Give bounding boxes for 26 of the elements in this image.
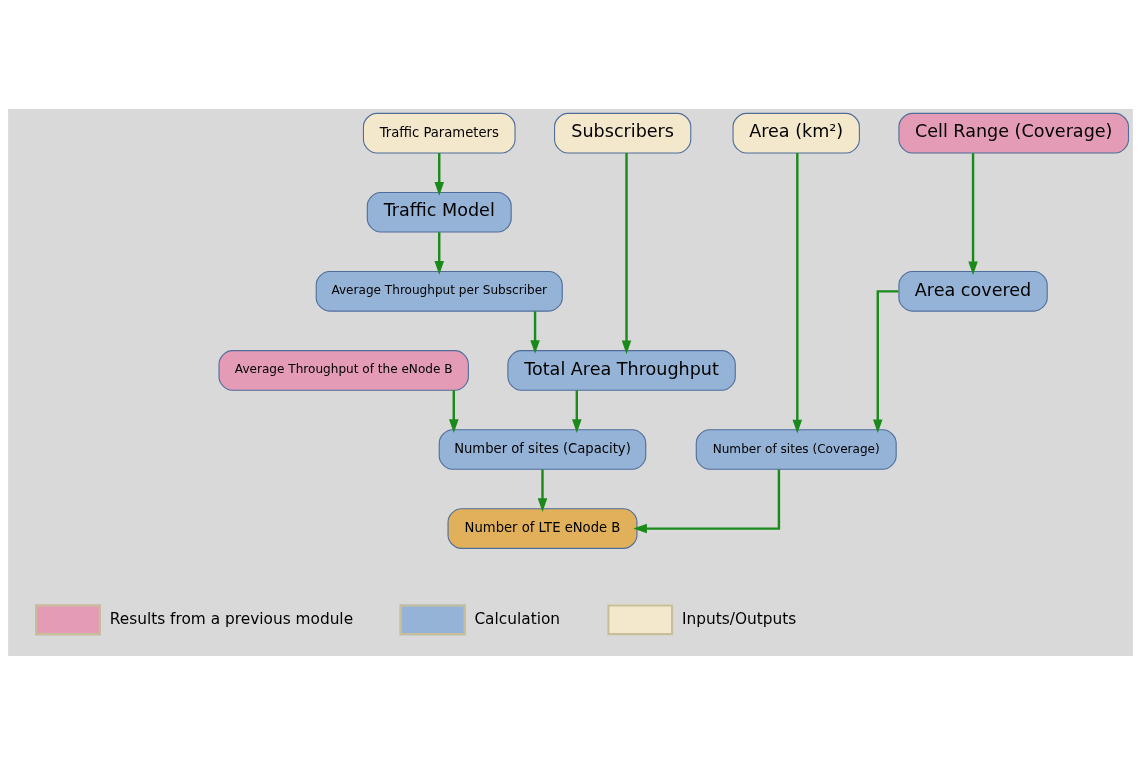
node-box: Traffic Parameters: [362, 112, 516, 154]
arrow: [621, 153, 632, 355]
arrow: [434, 153, 445, 196]
node-box: Area (km²): [732, 112, 860, 154]
node-box: Number of LTE eNode B: [447, 508, 638, 549]
arrow: [449, 390, 459, 433]
node-box: Average Throughput of the eNode B: [218, 350, 469, 391]
arrow: [572, 390, 582, 433]
node-box: Traffic Model: [366, 191, 512, 233]
node-box: Average Throughput per Subscriber: [315, 271, 563, 312]
node-box: Number of sites (Coverage): [695, 429, 897, 470]
node-box: Area covered: [898, 271, 1048, 312]
arrow: [530, 311, 540, 354]
arrow: [537, 469, 548, 513]
arrow: [873, 290, 899, 434]
arrow: [434, 232, 445, 275]
node-box: Cell Range (Coverage): [898, 112, 1130, 154]
arrow: [968, 153, 978, 276]
node-box: Total Area Throughput: [507, 350, 736, 391]
legend-label: Results from a previous module: [109, 609, 354, 628]
node-box: Subscribers: [554, 112, 692, 154]
legend-label: Calculation: [474, 609, 561, 628]
arrow: [792, 152, 803, 434]
node-box: Number of sites (Capacity): [438, 429, 647, 470]
arrow: [633, 469, 781, 534]
legend-label: Inputs/Outputs: [681, 609, 797, 628]
